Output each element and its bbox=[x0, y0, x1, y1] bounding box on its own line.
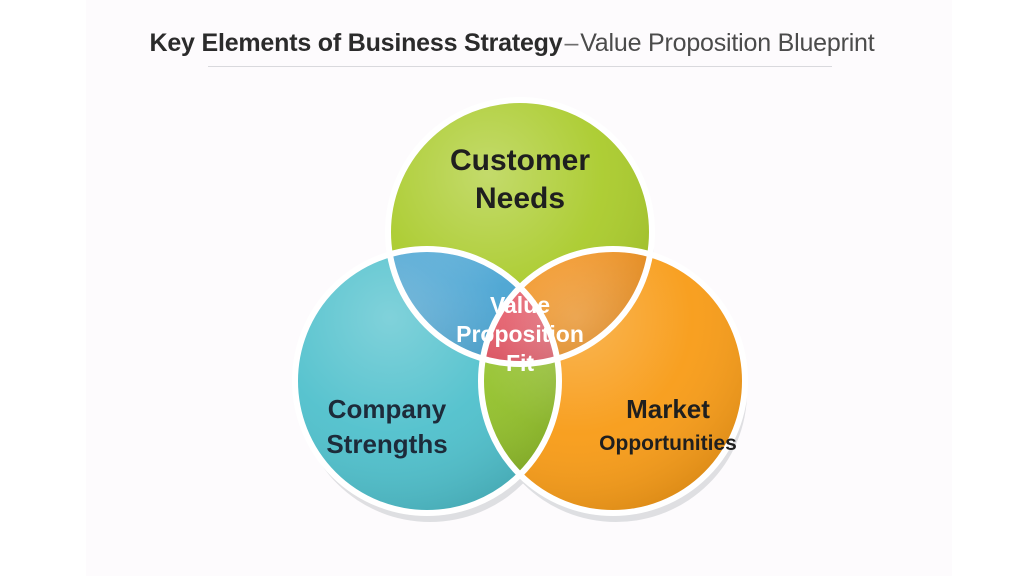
gloss-orange bbox=[481, 249, 745, 513]
customer-needs-line2: Needs bbox=[475, 182, 565, 215]
market-opportunities-line1: Market bbox=[626, 394, 710, 424]
separator-stroke-green bbox=[385, 97, 655, 367]
label-customer-needs: Customer Needs bbox=[450, 144, 590, 215]
label-value-proposition-fit: Value Proposition Fit bbox=[456, 292, 584, 376]
separator-stroke-orange bbox=[478, 246, 748, 516]
center-line3: Fit bbox=[506, 350, 534, 376]
center-line2: Proposition bbox=[456, 321, 584, 347]
company-strengths-line1: Company bbox=[328, 394, 447, 424]
title-dash: – bbox=[564, 29, 579, 57]
title-primary: Key Elements of Business Strategy bbox=[149, 29, 563, 57]
gloss-teal bbox=[295, 249, 559, 513]
label-company-strengths: Company Strengths bbox=[326, 394, 447, 459]
customer-needs-line1: Customer bbox=[450, 144, 590, 177]
center-line1: Value bbox=[490, 292, 550, 318]
title-underline-rule bbox=[208, 66, 832, 67]
separator-stroke-teal bbox=[292, 246, 562, 516]
page-title: Key Elements of Business Strategy–Value … bbox=[0, 28, 1024, 58]
title-subtitle: Value Proposition Blueprint bbox=[580, 29, 875, 57]
market-opportunities-line2: Opportunities bbox=[599, 432, 737, 455]
company-strengths-line2: Strengths bbox=[326, 429, 447, 459]
label-market-opportunities: Market Opportunities bbox=[599, 394, 737, 455]
